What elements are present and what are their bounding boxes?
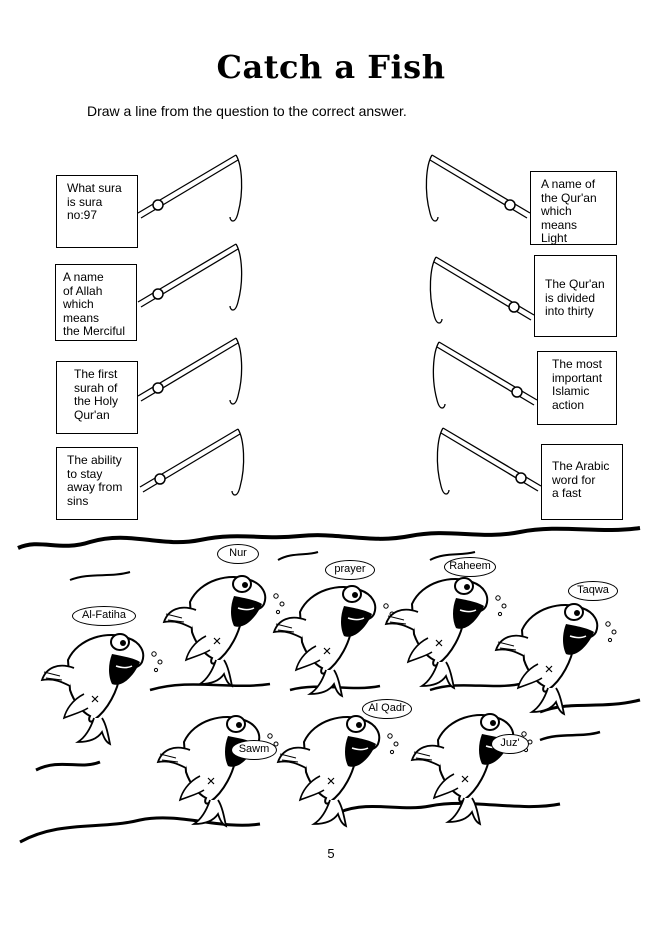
question-box-2[interactable]: A name of Allah which means the Merciful [55, 264, 137, 341]
fishing-rod-icon [436, 427, 542, 495]
fish-icon [163, 575, 285, 687]
fish-label-sawm[interactable]: Sawm [231, 740, 277, 760]
fishing-rod-icon [137, 243, 243, 311]
fish-icon [495, 603, 617, 715]
question-box-4[interactable]: The ability to stay away from sins [56, 447, 138, 520]
fish-label-raheem[interactable]: Raheem [444, 557, 496, 577]
fishing-rod-icon [137, 154, 243, 222]
fish-icon [41, 633, 163, 745]
instruction-text: Draw a line from the question to the cor… [87, 103, 407, 119]
fish-icon [385, 577, 507, 689]
fish-label-prayer[interactable]: prayer [325, 560, 375, 580]
water-surface [17, 526, 641, 550]
answer-box-2[interactable]: The Qur'an is divided into thirty [534, 255, 617, 337]
fishing-rod-icon [137, 337, 243, 405]
question-box-3[interactable]: The first surah of the Holy Qur'an [56, 361, 138, 434]
fish-icon [277, 715, 399, 827]
fish-icon [273, 585, 395, 697]
answer-box-1[interactable]: A name of the Qur'an which means Light [530, 171, 617, 245]
question-box-1[interactable]: What sura is sura no:97 [56, 175, 138, 248]
fish-label-al-qadr[interactable]: Al Qadr [362, 699, 412, 719]
fishing-rod-icon [429, 256, 535, 324]
fish-label-juz[interactable]: Juz' [491, 734, 529, 754]
page-number: 5 [327, 846, 335, 861]
fish-label-nur[interactable]: Nur [217, 544, 259, 564]
answer-box-3[interactable]: The most important Islamic action [537, 351, 617, 425]
page-title: Catch a Fish [216, 48, 446, 86]
fish-icon [157, 715, 279, 827]
answer-box-4[interactable]: The Arabic word for a fast [541, 444, 623, 520]
fishing-rod-icon [432, 341, 538, 409]
fish-label-taqwa[interactable]: Taqwa [568, 581, 618, 601]
fishing-rod-icon [139, 428, 245, 496]
fish-label-al-fatiha[interactable]: Al-Fatiha [72, 606, 136, 626]
fishing-rod-icon [425, 154, 531, 222]
